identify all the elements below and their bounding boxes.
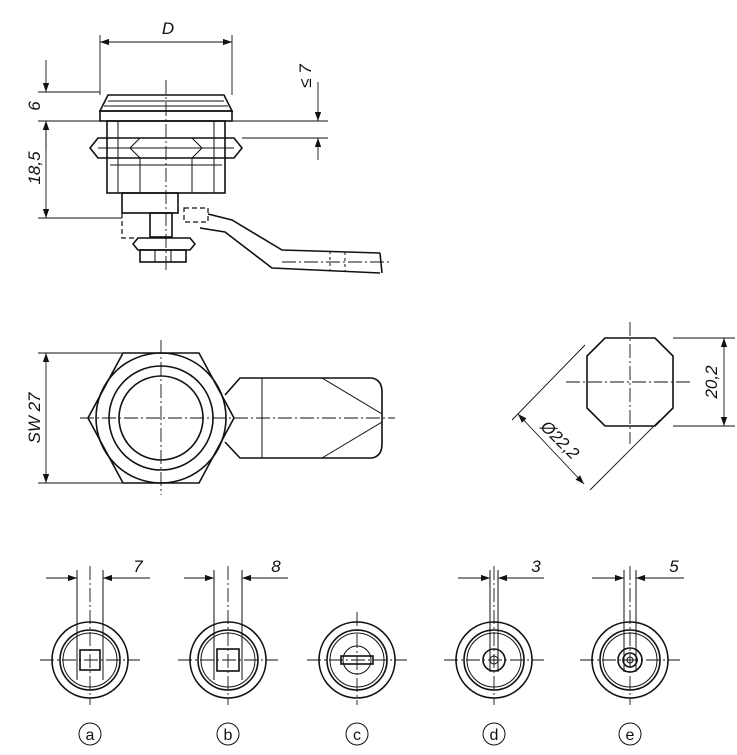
head-height-label: 6	[25, 101, 44, 111]
body-length-label: 18,5	[25, 151, 44, 185]
variant-e: 5 e	[580, 557, 684, 746]
variant-b-letter: b	[224, 727, 233, 744]
side-view: D 6 18,5 ≤ 7	[25, 19, 390, 274]
variant-e-letter: e	[626, 727, 635, 744]
variant-d-dimension: 3	[531, 557, 541, 576]
front-view: SW 27	[25, 340, 395, 495]
variant-a-dimension: 7	[133, 557, 143, 576]
variant-e-dimension: 5	[669, 557, 679, 576]
variant-c: c	[307, 612, 407, 746]
diameter-label: D	[162, 19, 174, 38]
variant-d: 3 d	[444, 557, 544, 746]
clamp-range-label: ≤ 7	[296, 64, 315, 88]
variant-a-letter: a	[86, 727, 95, 744]
variant-b: 8 b	[178, 557, 288, 746]
hex-width-label: SW 27	[25, 392, 44, 444]
cutout-width-label: 20,2	[702, 365, 721, 400]
variant-d-letter: d	[490, 727, 499, 744]
cutout-diameter-label: Ø22,2	[536, 416, 583, 463]
variant-a: 7 a	[40, 557, 150, 746]
variant-b-dimension: 8	[271, 557, 281, 576]
mounting-cutout-view: 20,2 Ø22,2	[511, 322, 735, 491]
variant-c-letter: c	[353, 727, 361, 744]
